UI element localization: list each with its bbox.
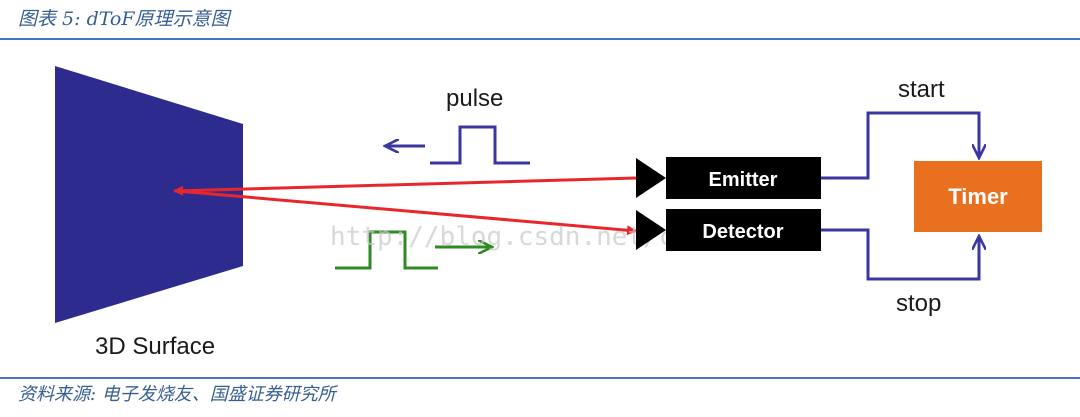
top-rule <box>0 38 1080 40</box>
emitter-block <box>666 157 821 199</box>
timer-label: Timer <box>948 184 1008 209</box>
detector-triangle <box>636 210 666 250</box>
surface-shape <box>55 66 243 323</box>
surface-label: 3D Surface <box>95 333 215 360</box>
stop-wire <box>821 228 979 281</box>
stop-label: stop <box>896 290 941 317</box>
detector-label: Detector <box>702 221 783 243</box>
return-ray <box>176 189 637 236</box>
pulse-label: pulse <box>446 85 503 112</box>
timer-block <box>914 161 1042 232</box>
received-pulse <box>335 230 438 270</box>
start-wire <box>821 111 979 180</box>
source-note: 资料来源: 电子发烧友、国盛证券研究所 <box>18 384 336 405</box>
outgoing-ray <box>173 176 639 196</box>
detector-block <box>666 209 821 251</box>
emitter-triangle <box>636 158 666 198</box>
bottom-rule <box>0 377 1080 379</box>
start-label: start <box>898 76 945 103</box>
emitted-pulse <box>430 125 530 165</box>
figure-caption: 图表 5: dToF原理示意图 <box>18 8 230 30</box>
emitter-label: Emitter <box>709 169 778 191</box>
